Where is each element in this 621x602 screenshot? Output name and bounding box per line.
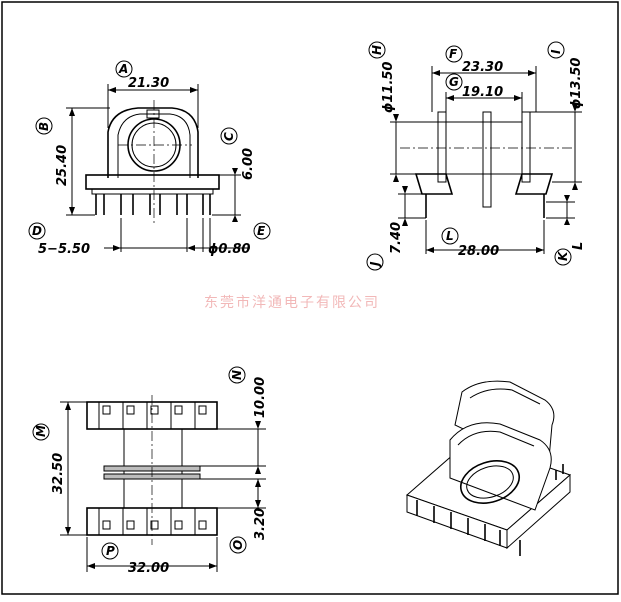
svg-text:O: O xyxy=(231,540,245,550)
side-base-right xyxy=(514,173,554,195)
svg-text:B: B xyxy=(37,122,51,131)
label-c: C xyxy=(220,127,238,145)
svg-text:L: L xyxy=(446,229,454,243)
dim-side-inner-width: 19.10 xyxy=(462,85,503,100)
side-view: 23.30 19.10 ϕ11.50 ϕ13.50 7.40 xyxy=(366,41,586,271)
label-e: E xyxy=(253,222,271,240)
dim-bottom-top: 10.00 xyxy=(253,377,268,418)
svg-text:F: F xyxy=(449,47,458,61)
iso-base-side xyxy=(506,473,571,550)
label-p: P xyxy=(101,542,119,560)
dim-bottom-width: 32.00 xyxy=(128,561,169,576)
svg-text:P: P xyxy=(106,544,115,558)
label-g: G xyxy=(445,73,463,91)
iso-bore xyxy=(460,460,520,504)
side-base-left xyxy=(414,173,454,195)
label-m: M xyxy=(32,423,50,441)
dim-bottom-height: 32.50 xyxy=(51,453,66,494)
dim-side-span: 28.00 xyxy=(458,244,499,259)
label-b: B xyxy=(35,117,53,135)
iso-bore-inner xyxy=(466,465,514,499)
svg-text:M: M xyxy=(34,425,48,437)
label-d: D xyxy=(28,222,46,240)
label-o: O xyxy=(229,536,247,554)
front-base xyxy=(85,174,220,190)
label-h: H xyxy=(368,41,386,59)
label-n: N xyxy=(228,366,246,384)
dim-bottom-gap: 3.20 xyxy=(253,508,268,540)
label-i: I xyxy=(547,41,565,59)
svg-text:C: C xyxy=(222,132,236,141)
dim-side-outer-width: 23.30 xyxy=(462,60,503,75)
dim-side-pin-len: 7.40 xyxy=(389,222,404,254)
front-top-tab xyxy=(146,109,160,119)
svg-text:I: I xyxy=(549,49,563,54)
svg-text:N: N xyxy=(230,370,244,380)
front-base-lower xyxy=(91,188,214,195)
svg-text:K: K xyxy=(556,250,570,261)
dim-side-dia-outer: ϕ13.50 xyxy=(569,58,584,109)
dim-side-dia-inner: ϕ11.50 xyxy=(381,62,396,113)
bottom-pads-bottom xyxy=(98,508,207,535)
svg-text:A: A xyxy=(118,62,128,76)
dim-front-height: 25.40 xyxy=(55,145,70,186)
company-watermark: 东莞市洋通电子有限公司 xyxy=(204,294,380,311)
svg-text:H: H xyxy=(370,45,384,55)
label-l: L xyxy=(441,227,459,245)
svg-text:D: D xyxy=(32,224,42,238)
dim-side-l: L xyxy=(571,242,586,250)
svg-text:E: E xyxy=(257,224,266,238)
dim-front-base: 6.00 xyxy=(241,148,256,180)
label-a: A xyxy=(115,60,133,78)
isometric-view xyxy=(406,380,571,556)
side-flange-middle xyxy=(482,111,492,208)
side-flange-right xyxy=(521,111,531,183)
svg-text:G: G xyxy=(449,75,459,89)
dim-front-pin-dia: ϕ0.80 xyxy=(208,242,250,257)
front-body-outline xyxy=(107,107,199,178)
dim-front-pins: 5−5.50 xyxy=(38,242,90,257)
iso-pins xyxy=(416,464,564,556)
svg-text:J: J xyxy=(368,261,382,268)
front-pins xyxy=(95,194,211,215)
front-view: 21.30 25.40 6.00 5−5.50 ϕ0.80 A B C D E xyxy=(28,60,271,257)
front-body-inner xyxy=(117,113,191,178)
label-k: K xyxy=(554,248,572,266)
dim-front-width: 21.30 xyxy=(128,76,169,91)
label-f: F xyxy=(445,45,463,63)
bottom-view: 32.50 10.00 3.20 32.00 M N O P xyxy=(32,366,268,576)
bottom-pads-top xyxy=(98,402,207,429)
label-j: J xyxy=(366,253,384,271)
